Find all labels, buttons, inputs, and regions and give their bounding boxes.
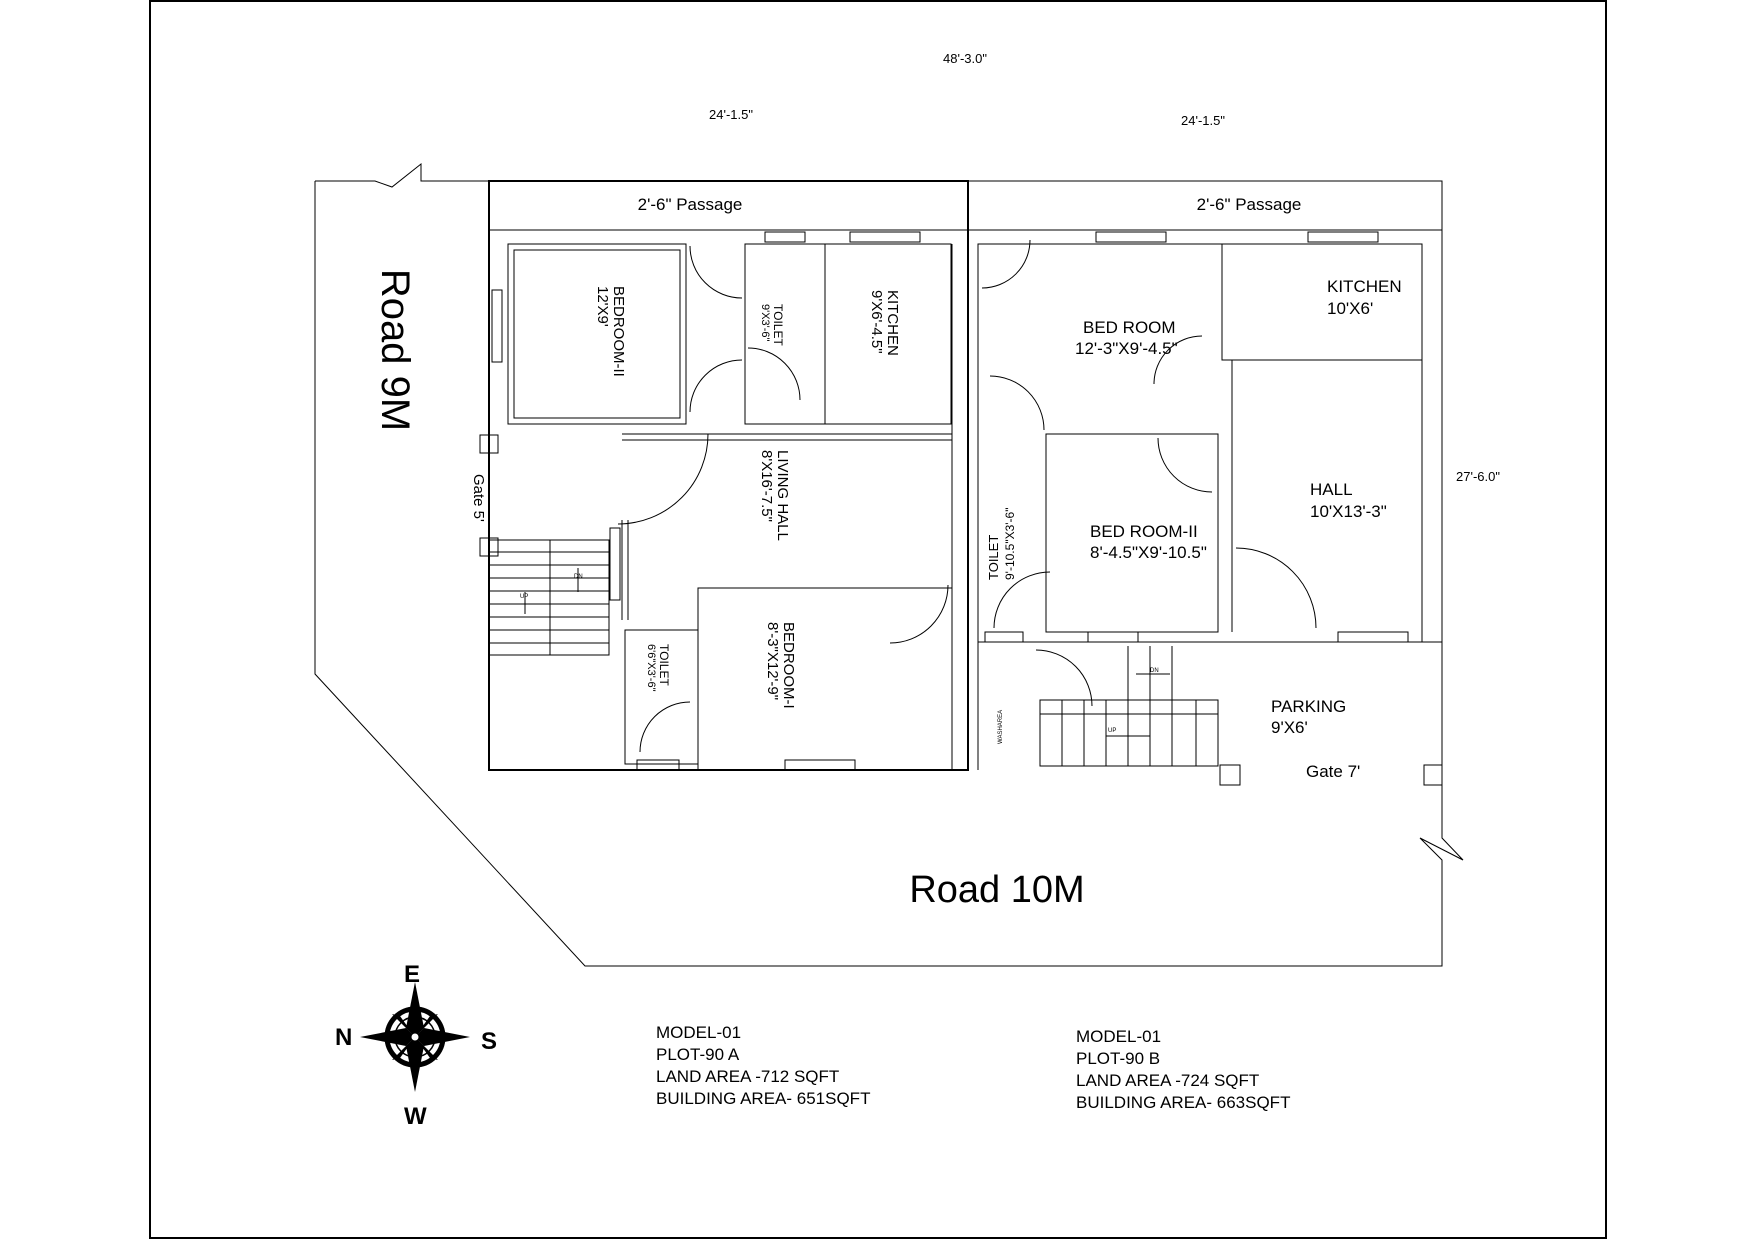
plot-a-bedroom2-size: 12'X9'	[594, 286, 611, 327]
plot-b-toilet-label: TOILET 9'-10.5"X3'-6"	[986, 508, 1017, 580]
plot-a-stair-up-label: UP	[520, 594, 528, 600]
plot-a-doors	[617, 245, 949, 753]
plot-a-kitchen-name: KITCHEN	[884, 290, 901, 356]
site-boundary	[314, 162, 1464, 967]
plot-b-hall-name: HALL	[1310, 480, 1353, 499]
plot-b-toilet-size: 9'-10.5"X3'-6"	[1003, 508, 1017, 580]
plot-a-bedroom1-size: 8'-3"X12'-9"	[764, 622, 781, 700]
plot-b-note-building: BUILDING AREA- 663SQFT	[1076, 1093, 1290, 1112]
plot-a-staircase	[479, 434, 610, 656]
plot-a-toilet-top-label: TOILET 9'X3'-6"	[759, 304, 785, 346]
plot-a-toilet-bottom-size: 6'6"X3'-6"	[645, 644, 657, 692]
plot-a-living-label: LIVING HALL 8'X16'-7.5"	[758, 450, 791, 541]
plot-a-kitchen-size: 9'X6'-4.5"	[868, 290, 885, 354]
plot-b-bedroom2-size: 8'-4.5"X9'-10.5"	[1090, 543, 1207, 562]
plot-b-doors	[981, 239, 1317, 707]
plot-b-parking-size: 9'X6'	[1271, 718, 1308, 737]
plot-b-note-land: LAND AREA -724 SQFT	[1076, 1071, 1259, 1090]
drawing-frame	[149, 0, 1607, 1239]
overall-width-dimension: 48'-3.0"	[943, 51, 987, 66]
plot-a-bedroom1-label: BEDROOM-I 8'-3"X12'-9"	[764, 622, 797, 709]
compass-south: S	[481, 1028, 497, 1055]
plot-b-windows	[984, 231, 1409, 643]
plot-a-toilet-bottom-label: TOILET 6'6"X3'-6"	[645, 644, 671, 692]
plot-a-toilet-bottom-name: TOILET	[657, 644, 671, 686]
plot-a-note-land: LAND AREA -712 SQFT	[656, 1067, 839, 1086]
plot-b-staircase	[1039, 646, 1443, 786]
plot-b-note-plot: PLOT-90 B	[1076, 1049, 1160, 1068]
right-plot-width-dimension: 24'-1.5"	[1181, 113, 1225, 128]
plot-b-gate-label: Gate 7'	[1306, 762, 1360, 781]
plot-b-kitchen-name: KITCHEN	[1327, 277, 1402, 296]
compass-west: W	[404, 1103, 427, 1130]
plot-b-passage-label: 2'-6" Passage	[1197, 195, 1302, 214]
plot-b-note-model: MODEL-01	[1076, 1027, 1161, 1046]
plot-a-stair-dn-label: DN	[574, 574, 583, 580]
plot-b-bedroom-name: BED ROOM	[1083, 318, 1176, 337]
plot-b-stair-dn-label: DN	[1150, 668, 1159, 674]
plot-a-note-plot: PLOT-90 A	[656, 1045, 740, 1064]
road-10m-label: Road 10M	[909, 869, 1084, 911]
plot-a-bedroom2-name: BEDROOM-II	[610, 286, 627, 377]
plot-b-parking-name: PARKING	[1271, 697, 1346, 716]
plot-a-toilet-top-size: 9'X3'-6"	[759, 304, 771, 342]
plot-a-notes: MODEL-01 PLOT-90 A LAND AREA -712 SQFT B…	[656, 1023, 870, 1108]
plot-b-side-note: WASHAREA	[998, 710, 1004, 744]
left-plot-width-dimension: 24'-1.5"	[709, 107, 753, 122]
plot-a-walls	[488, 180, 969, 771]
plot-a-passage-label: 2'-6" Passage	[638, 195, 743, 214]
plot-b-bedroom-size: 12'-3"X9'-4.5"	[1075, 339, 1178, 358]
plot-a-note-building: BUILDING AREA- 651SQFT	[656, 1089, 870, 1108]
plot-a-bedroom1-name: BEDROOM-I	[780, 622, 797, 709]
compass-rose	[360, 982, 470, 1092]
plot-a-windows	[491, 231, 921, 771]
plot-a-bedroom2-label: BEDROOM-II 12'X9'	[594, 286, 627, 377]
plot-b-hall-size: 10'X13'-3"	[1310, 502, 1387, 521]
plot-a-living-size: 8'X16'-7.5"	[758, 450, 775, 522]
road-9m-label: Road 9M	[373, 269, 417, 431]
plot-b-notes: MODEL-01 PLOT-90 B LAND AREA -724 SQFT B…	[1076, 1027, 1290, 1112]
plot-a-note-model: MODEL-01	[656, 1023, 741, 1042]
plot-b-toilet-name: TOILET	[986, 535, 1001, 580]
plot-a-living-name: LIVING HALL	[774, 450, 791, 541]
depth-dimension: 27'-6.0"	[1456, 469, 1500, 484]
plot-b-kitchen-size: 10'X6'	[1327, 299, 1373, 318]
plot-b-bedroom2-name: BED ROOM-II	[1090, 522, 1198, 541]
compass-north: N	[335, 1024, 352, 1051]
compass-east: E	[404, 961, 420, 988]
plot-a-toilet-top-name: TOILET	[771, 304, 785, 346]
plot-b-stair-up-label: UP	[1108, 728, 1116, 734]
plot-a-gate-label: Gate 5'	[470, 474, 487, 522]
plot-a-kitchen-label: KITCHEN 9'X6'-4.5"	[868, 290, 901, 356]
